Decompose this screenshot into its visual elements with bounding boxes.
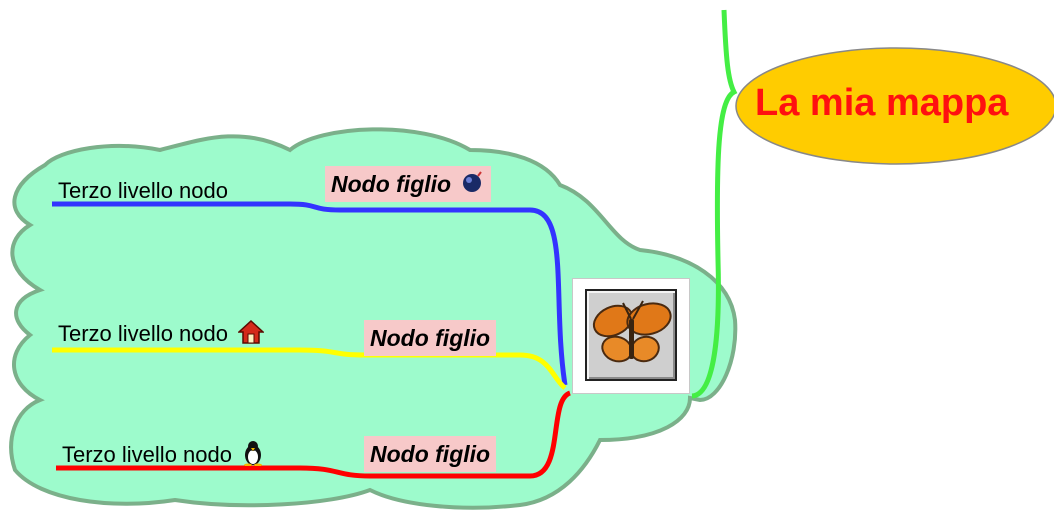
third-node-3[interactable]: Terzo livello nodo [62,440,264,472]
edge-branch-1 [52,201,568,386]
child-node-2[interactable]: Nodo figlio [364,320,497,356]
bomb-icon [461,170,485,202]
edge-branch-3 [56,390,572,479]
root-node-shape[interactable] [735,47,1054,165]
third-node-2[interactable]: Terzo livello nodo [58,319,266,350]
penguin-icon [242,440,264,472]
central-image-node[interactable] [572,278,690,394]
child-node-3-label: Nodo figlio [370,441,491,467]
third-node-2-label: Terzo livello nodo [58,320,228,346]
house-icon [237,319,266,350]
third-node-3-label: Terzo livello nodo [62,441,232,467]
root-node-label[interactable]: La mia mappa [755,82,1009,124]
third-node-1-label: Terzo livello nodo [58,178,228,203]
cloud-shape [9,127,738,510]
child-node-3[interactable]: Nodo figlio [364,436,497,472]
third-node-1[interactable]: Terzo livello nodo [58,178,228,204]
child-node-1-label: Nodo figlio [331,171,452,197]
child-node-1[interactable]: Nodo figlio [325,166,492,202]
root-edge [691,9,738,399]
butterfly-icon [585,289,677,381]
child-node-2-label: Nodo figlio [370,325,491,351]
